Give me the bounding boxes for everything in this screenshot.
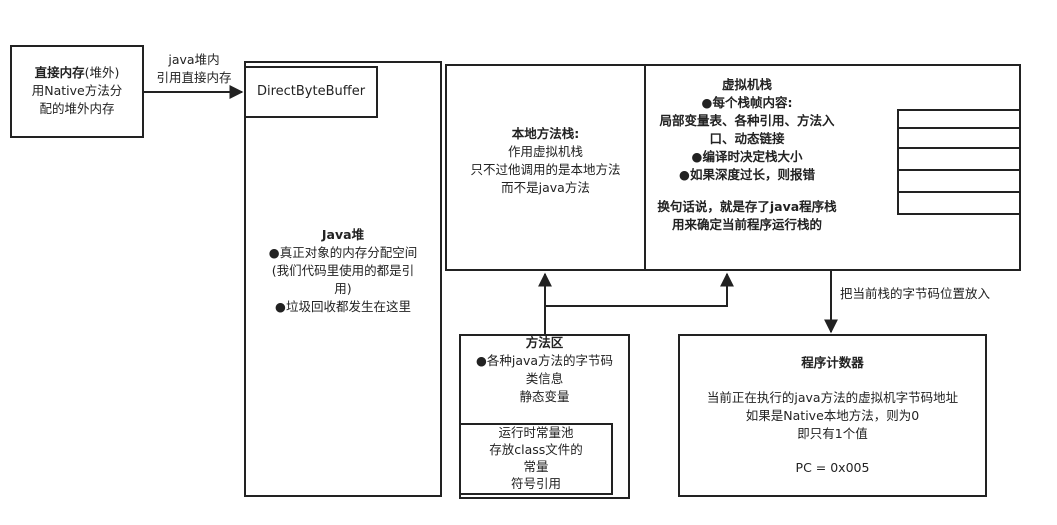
native-method-stack-line-1: 作用虚拟机栈 [507,144,583,159]
heap-reference-label-line-2: 引用直接内存 [156,70,232,85]
direct-memory-line-3: 配的堆外内存 [39,101,115,116]
method-area-text: 方法区 ●各种java方法的字节码 类信息 静态变量 [459,334,630,406]
runtime-constant-pool-line-3: 常量 [523,459,549,474]
vm-stack-summary-line-2: 用来确定当前程序运行栈的 [671,217,822,232]
program-counter-title: 程序计数器 [801,355,864,370]
pc-arrow-label: 把当前栈的字节码位置放入 [840,286,991,301]
program-counter-value: PC = 0x005 [795,460,870,475]
native-method-stack-box [445,64,646,271]
vm-stack-line-1: ●每个栈帧内容: [701,95,793,110]
program-counter-text: 当前正在执行的java方法的虚拟机字节码地址 如果是Native本地方法，则为0… [678,389,987,443]
runtime-constant-pool-line-4: 符号引用 [510,476,561,491]
direct-memory-title-suffix: (堆外) [84,65,120,80]
native-method-stack-line-3: 而不是java方法 [501,180,590,195]
program-counter-line-3: 即只有1个值 [797,426,868,441]
runtime-constant-pool-line-1: 运行时常量池 [498,425,574,440]
vm-stack-line-3: 口、动态链接 [709,131,785,146]
vm-stack-summary-line-1: 换句话说，就是存了java程序栈 [657,199,837,214]
vm-stack-title: 虚拟机栈 [721,77,772,92]
direct-memory-title: 直接内存 [34,65,85,80]
direct-memory-text: 直接内存(堆外) 用Native方法分 配的堆外内存 [10,64,144,118]
method-area-to-stacks-arrows [544,272,734,334]
direct-byte-buffer-box [244,66,378,118]
stack-frame [897,149,1021,171]
vm-stack-line-5: ●如果深度过长，则报错 [679,167,815,182]
stack-frame [897,171,1021,193]
java-heap-line-3: 用) [334,281,352,296]
heap-reference-label-line-1: java堆内 [168,52,220,67]
program-counter-line-2: 如果是Native本地方法，则为0 [745,408,920,423]
stack-frames [897,109,1021,215]
native-method-stack-line-2: 只不过他调用的是本地方法 [470,162,621,177]
direct-memory-box [10,45,144,138]
method-area-line-1: ●各种java方法的字节码 [475,353,614,368]
stack-frame [897,109,1021,129]
heap-reference-label: java堆内 引用直接内存 [150,51,238,87]
runtime-constant-pool-line-2: 存放class文件的 [489,442,583,457]
java-heap-line-2: (我们代码里使用的都是引 [271,263,415,278]
program-counter-line-1: 当前正在执行的java方法的虚拟机字节码地址 [706,390,959,405]
direct-byte-buffer-label: DirectByteBuffer [256,84,366,99]
vm-stack-text: 虚拟机栈 ●每个栈帧内容: 局部变量表、各种引用、方法入 口、动态链接 ●编译时… [644,76,850,184]
vm-stack-line-4: ●编译时决定栈大小 [691,149,803,164]
stack-frame [897,193,1021,215]
vm-stack-line-2: 局部变量表、各种引用、方法入 [659,113,835,128]
stack-frame [897,129,1021,149]
java-heap-text: Java堆 ●真正对象的内存分配空间 (我们代码里使用的都是引 用) ●垃圾回收… [244,226,442,316]
native-method-stack-title: 本地方法栈: [511,126,580,141]
java-heap-box [244,61,442,497]
vm-stack-summary: 换句话说，就是存了java程序栈 用来确定当前程序运行栈的 [644,198,850,234]
method-area-title: 方法区 [525,335,564,350]
java-heap-title: Java堆 [321,227,365,242]
program-counter-box [678,334,987,497]
java-heap-line-1: ●真正对象的内存分配空间 [268,245,418,260]
runtime-constant-pool-text: 运行时常量池 存放class文件的 常量 符号引用 [459,424,613,492]
java-heap-line-4: ●垃圾回收都发生在这里 [275,299,411,314]
vm-stack-box [644,64,1021,271]
native-method-stack-text: 本地方法栈: 作用虚拟机栈 只不过他调用的是本地方法 而不是java方法 [445,125,646,197]
runtime-constant-pool-box [459,423,613,495]
method-area-line-3: 静态变量 [519,389,570,404]
direct-memory-line-2: 用Native方法分 [31,83,123,98]
method-area-line-2: 类信息 [525,371,564,386]
